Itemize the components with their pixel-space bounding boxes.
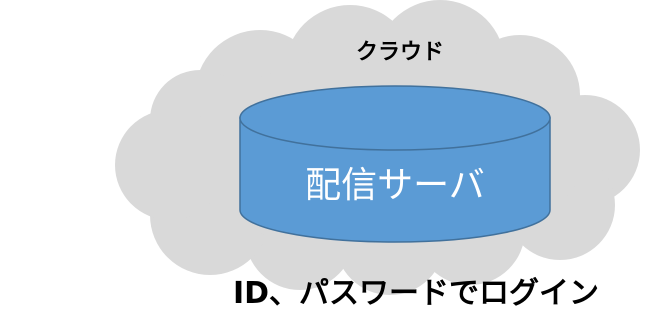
server-label: 配信サーバ	[305, 165, 485, 206]
cloud-label: クラウド	[355, 40, 444, 65]
login-caption: ID、パスワードでログイン	[232, 276, 600, 311]
cylinder-top	[239, 85, 551, 151]
server-cylinder	[239, 85, 551, 243]
cylinder-body	[239, 117, 551, 243]
